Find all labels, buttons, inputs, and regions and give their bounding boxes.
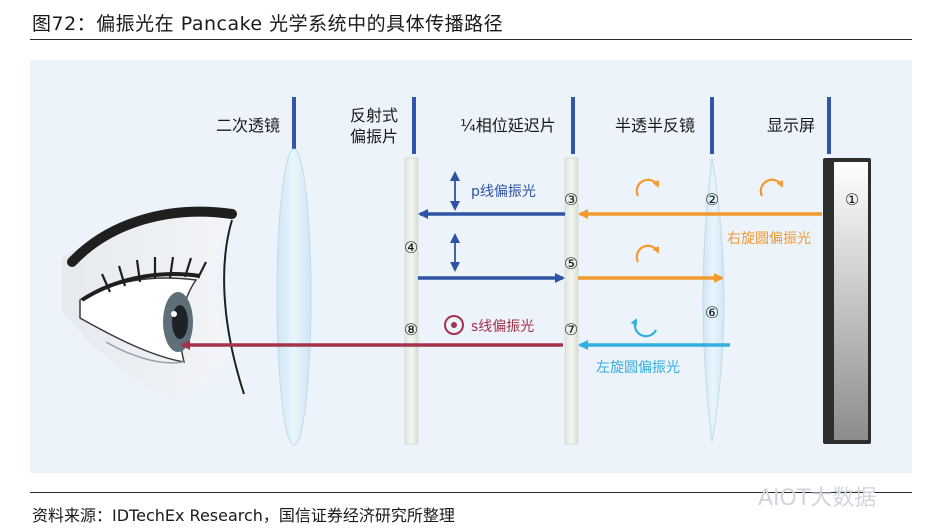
half-mirror	[702, 157, 725, 443]
qwp-marker-bar	[571, 97, 575, 154]
step-marker-3: ③	[564, 190, 578, 209]
rotation-icon-right-2	[759, 178, 783, 197]
mirror-marker-bar	[710, 97, 714, 154]
left-circular-label: 左旋圆偏振光	[596, 360, 680, 376]
watermark: AIOT大数据	[758, 486, 877, 511]
p-polarization-arrow-lower	[450, 233, 460, 272]
display-screen	[834, 162, 868, 440]
s-polarization-symbol	[444, 315, 464, 335]
source-note: 资料来源：IDTechEx Research，国信证券经济研究所整理	[32, 506, 455, 525]
step-marker-6: ⑥	[705, 303, 719, 322]
mirror-label: 半透半反镜	[615, 116, 695, 135]
rotation-icon-left	[630, 318, 657, 338]
p-polarized-label: p线偏振光	[471, 184, 536, 200]
polarizer-label-line2: 偏振片	[350, 127, 398, 146]
rotation-icon-right-1	[635, 178, 659, 197]
secondary-lens	[276, 148, 312, 446]
step-marker-4: ④	[404, 238, 418, 257]
quarter-wave-plate	[564, 157, 579, 445]
reflective-polarizer-plate	[404, 157, 419, 445]
display-marker-bar	[827, 97, 831, 154]
top-divider	[30, 39, 912, 40]
step-marker-2: ②	[705, 190, 719, 209]
rotation-icon-right-3	[635, 244, 659, 263]
eye-illustration	[62, 206, 245, 398]
step-marker-5: ⑤	[564, 254, 578, 273]
p-polarization-arrow-upper	[450, 171, 460, 211]
s-polarized-label: s线偏振光	[471, 319, 534, 335]
figure-title: 图72：偏振光在 Pancake 光学系统中的具体传播路径	[32, 13, 504, 35]
display-label: 显示屏	[767, 116, 815, 135]
lens-marker-bar	[292, 97, 296, 154]
polarizer-marker-bar	[412, 97, 416, 154]
lens-label: 二次透镜	[216, 116, 280, 135]
step-marker-8: ⑧	[404, 320, 418, 339]
step-marker-7: ⑦	[564, 320, 578, 339]
qwp-label: ¼相位延迟片	[460, 116, 556, 135]
right-circular-label: 右旋圆偏振光	[727, 231, 811, 247]
bottom-divider	[30, 492, 912, 493]
polarizer-label-line1: 反射式	[350, 106, 398, 125]
step-marker-1: ①	[845, 190, 859, 209]
